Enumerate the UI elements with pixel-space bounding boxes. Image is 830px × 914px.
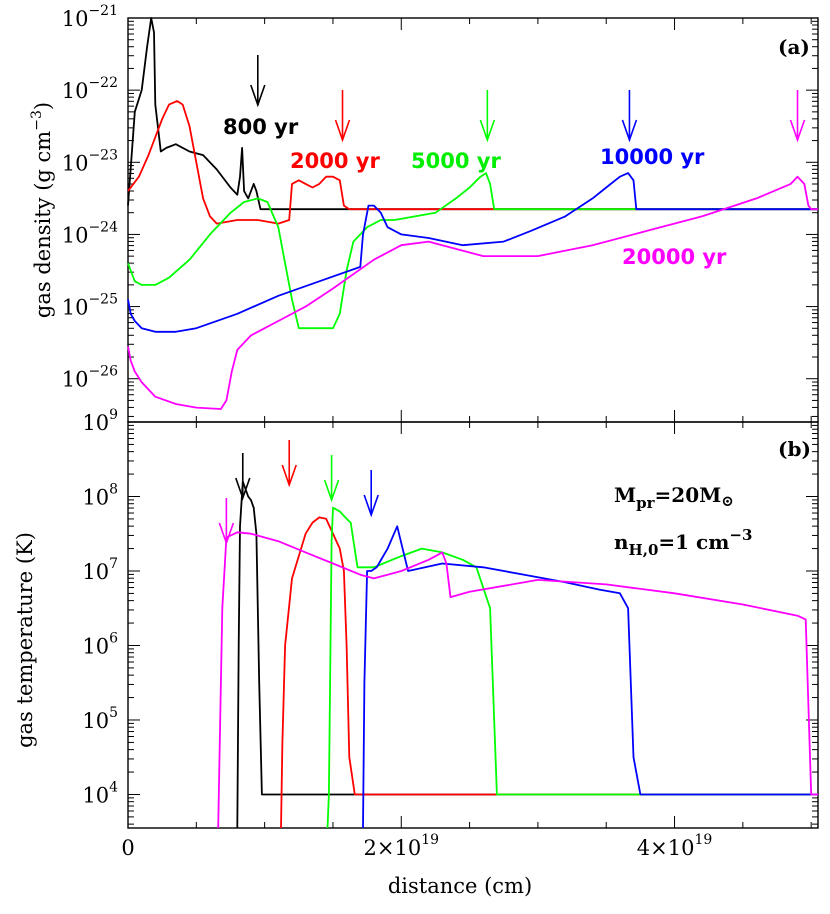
y-tick-label: 10−24 (62, 219, 118, 247)
y-axis-title-temperature: gas temperature (K) (13, 532, 37, 748)
x-tick-label: 4×1019 (637, 832, 713, 860)
series-line-5000yr-b (326, 506, 818, 829)
series-line-2000yr-b (280, 516, 818, 829)
series-label-2000yr: 2000 yr (290, 149, 380, 173)
arrow-head-800yr (235, 477, 251, 501)
series-label-20000yr: 20000 yr (622, 245, 727, 269)
x-tick-label: 2×1019 (364, 832, 440, 860)
series-line-10000yr-a (127, 172, 818, 333)
panel-frame-b (127, 421, 819, 829)
series-label-5000yr: 5000 yr (411, 149, 501, 173)
arrow-head-20000yr (218, 522, 235, 546)
plot-frames (127, 17, 819, 829)
arrow-head-800yr (250, 84, 266, 108)
y-tick-label: 104 (82, 779, 118, 807)
y-tick-label: 108 (82, 481, 118, 509)
density-annotation: nH,0=1 cm−3 (614, 526, 752, 559)
y-tick-label: 10−25 (62, 292, 118, 320)
panel-label-b: (b) (778, 437, 811, 461)
series-line-10000yr-b (362, 525, 818, 829)
arrow-head-10000yr (363, 494, 379, 518)
panel-label-a: (a) (778, 35, 810, 59)
y-tick-label: 10−26 (62, 364, 118, 392)
time-arrows (218, 55, 806, 546)
y-tick-label: 106 (82, 630, 118, 658)
series-label-800yr: 800 yr (223, 115, 299, 139)
y-tick-label: 10−22 (62, 75, 118, 103)
y-tick-label: 109 (82, 407, 118, 435)
arrow-head-2000yr (281, 464, 297, 488)
x-tick-label: 0 (121, 836, 134, 860)
arrow-head-5000yr (479, 119, 496, 143)
arrow-head-10000yr (621, 119, 638, 143)
y-tick-label: 10−21 (62, 3, 118, 31)
y-tick-label: 105 (82, 705, 118, 733)
tick-marks (127, 17, 818, 828)
y-tick-label: 10−23 (62, 147, 118, 175)
series-label-10000yr: 10000 yr (600, 145, 705, 169)
series-line-2000yr-a (127, 100, 818, 225)
series-lines (127, 17, 818, 829)
x-axis-title: distance (cm) (388, 874, 532, 898)
arrow-head-5000yr (323, 479, 340, 503)
series-line-5000yr-a (127, 172, 818, 330)
arrow-head-20000yr (789, 119, 806, 143)
series-line-20000yr-a (127, 175, 818, 410)
series-line-800yr-a (127, 17, 818, 211)
tick-labels: 10−21 10−22 10−23 10−24 10−25 10−26 109 108 107 1… (62, 3, 713, 860)
y-axis-title-density: gas density (g cm−3) (29, 102, 55, 318)
progenitor-mass-annotation: Mpr=20M⊙ (614, 483, 734, 512)
panel-frame-a (127, 17, 819, 423)
y-tick-label: 107 (82, 556, 118, 584)
series-line-20000yr-b (217, 531, 818, 829)
arrow-head-2000yr (334, 119, 351, 143)
